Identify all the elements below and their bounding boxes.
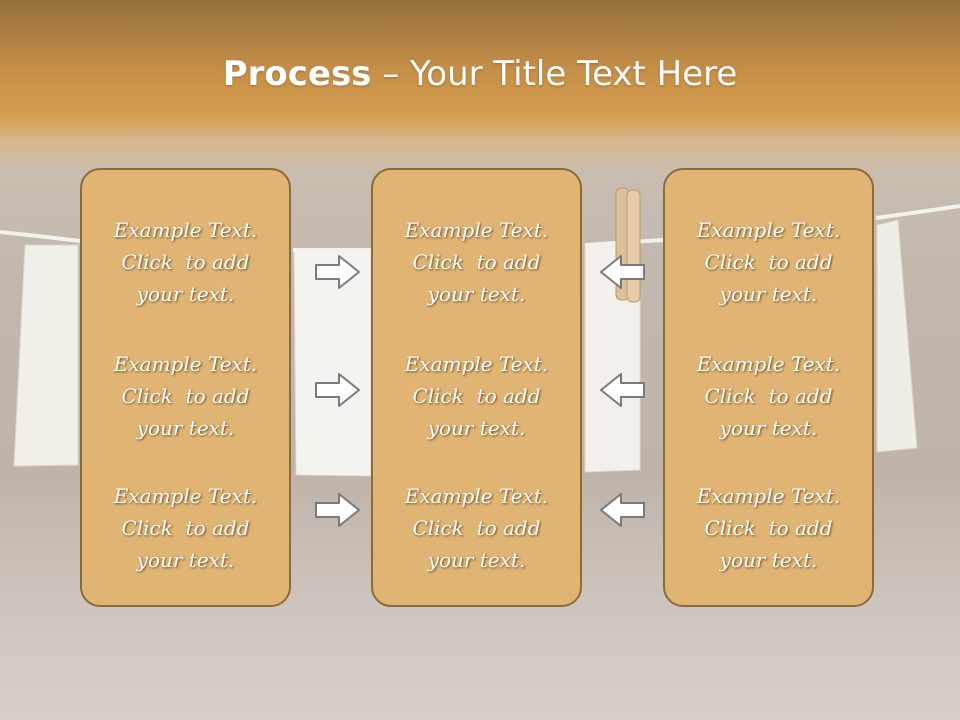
text-line: your text. (136, 416, 235, 440)
text-placeholder[interactable]: Example Text. Click to add your text. (665, 214, 872, 310)
text-line: Click to add (121, 516, 250, 540)
text-placeholder[interactable]: Example Text. Click to add your text. (82, 348, 289, 444)
text-line: Example Text. (404, 484, 549, 508)
text-line: Click to add (412, 516, 541, 540)
process-box-1[interactable]: Example Text. Click to add your text. Ex… (80, 168, 291, 607)
text-placeholder[interactable]: Example Text. Click to add your text. (82, 214, 289, 310)
text-line: your text. (427, 548, 526, 572)
text-line: Example Text. (404, 218, 549, 242)
text-line: Example Text. (404, 352, 549, 376)
text-placeholder[interactable]: Example Text. Click to add your text. (373, 348, 580, 444)
page-title: Process – Your Title Text Here (0, 52, 960, 96)
hanging-paper-center (293, 244, 641, 477)
text-line: Click to add (412, 384, 541, 408)
text-line: Click to add (704, 250, 833, 274)
hanging-paper-right (876, 219, 918, 453)
text-placeholder[interactable]: Example Text. Click to add your text. (373, 214, 580, 310)
process-box-2[interactable]: Example Text. Click to add your text. Ex… (371, 168, 582, 607)
text-placeholder[interactable]: Example Text. Click to add your text. (82, 480, 289, 576)
text-line: Click to add (121, 250, 250, 274)
text-line: your text. (719, 282, 818, 306)
left-arrow-icon (600, 373, 645, 407)
right-arrow-icon (315, 255, 360, 289)
left-arrow-icon (600, 255, 645, 289)
text-line: your text. (719, 548, 818, 572)
text-line: Click to add (704, 516, 833, 540)
hanging-paper-left (13, 244, 79, 467)
text-line: Example Text. (113, 218, 258, 242)
text-line: your text. (136, 282, 235, 306)
text-line: your text. (719, 416, 818, 440)
left-arrow-icon (600, 493, 645, 527)
right-arrow-icon (315, 373, 360, 407)
rope-left (0, 230, 81, 243)
text-placeholder[interactable]: Example Text. Click to add your text. (665, 480, 872, 576)
text-line: Example Text. (113, 484, 258, 508)
text-line: your text. (427, 416, 526, 440)
text-placeholder[interactable]: Example Text. Click to add your text. (373, 480, 580, 576)
title-bold: Process (222, 54, 372, 94)
text-line: Click to add (121, 384, 250, 408)
text-line: Example Text. (696, 484, 841, 508)
text-line: your text. (427, 282, 526, 306)
text-line: your text. (136, 548, 235, 572)
text-placeholder[interactable]: Example Text. Click to add your text. (665, 348, 872, 444)
text-line: Click to add (704, 384, 833, 408)
text-line: Example Text. (696, 218, 841, 242)
right-arrow-icon (315, 493, 360, 527)
title-rest: – Your Title Text Here (371, 54, 738, 94)
text-line: Click to add (412, 250, 541, 274)
process-box-3[interactable]: Example Text. Click to add your text. Ex… (663, 168, 874, 607)
text-line: Example Text. (113, 352, 258, 376)
rope-right (875, 204, 960, 220)
text-line: Example Text. (696, 352, 841, 376)
